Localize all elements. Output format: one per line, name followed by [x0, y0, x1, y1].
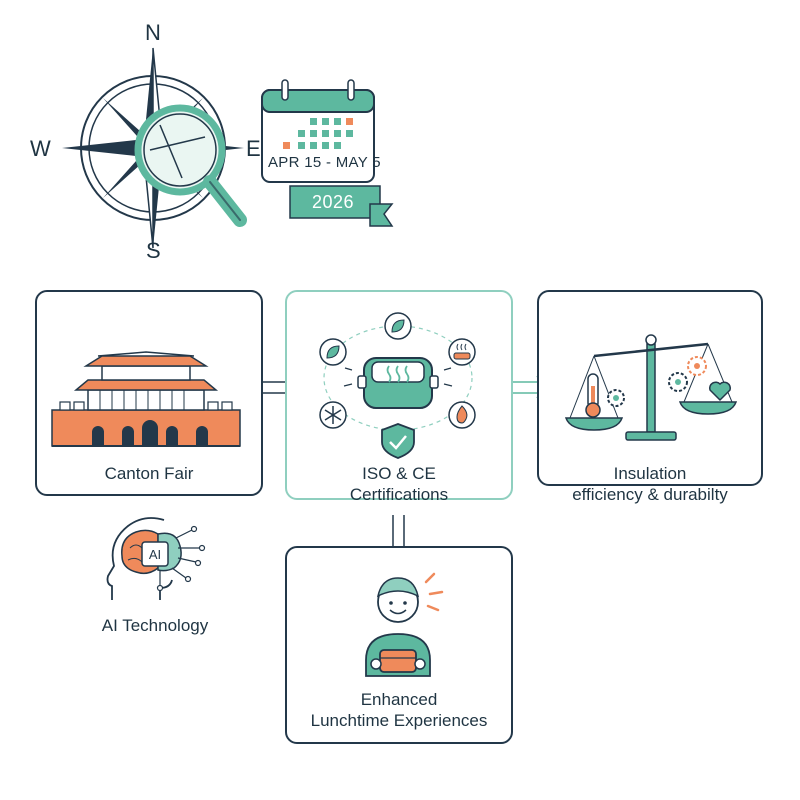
canton-fair-label: Canton Fair — [104, 464, 194, 483]
lunchtime-label-line1: Enhanced — [360, 690, 438, 709]
lunchtime-label-line2: Lunchtime Experiences — [310, 711, 488, 730]
compass-east-label: E — [246, 136, 261, 161]
ai-technology-label: AI Technology — [101, 616, 209, 635]
svg-text:AI: AI — [149, 547, 161, 562]
calendar-year: 2026 — [312, 192, 355, 212]
calendar-date-range: APR 15 - MAY 5 — [268, 154, 381, 171]
certifications-label-line1: ISO & CE — [362, 464, 436, 483]
insulation-label-line2: efficiency & durabilty — [572, 485, 728, 504]
insulation-label-line1: Insulation — [613, 464, 687, 483]
compass-west-label: W — [30, 136, 51, 161]
compass-north-label: N — [145, 20, 161, 45]
compass-south-label: S — [146, 238, 161, 263]
insulation-card — [537, 290, 763, 486]
certifications-label-line2: Certifications — [349, 485, 449, 504]
